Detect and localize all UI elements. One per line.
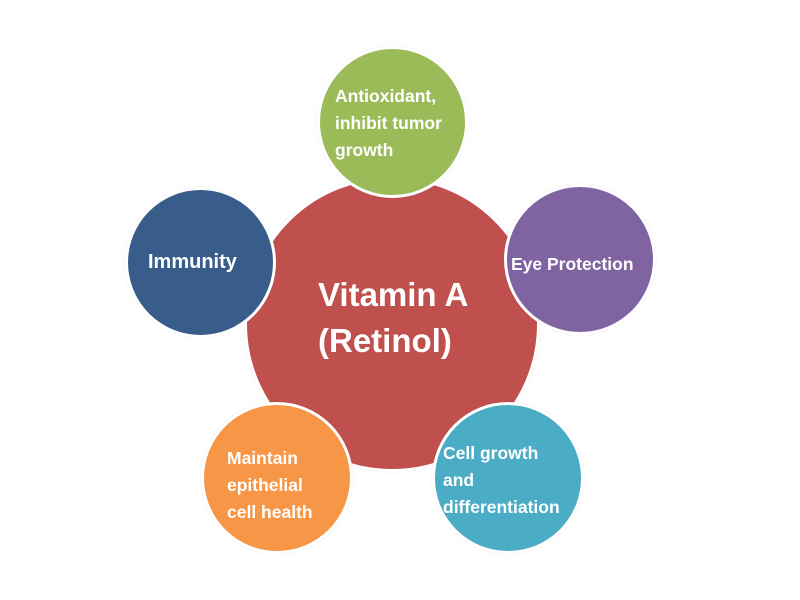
center-label-line-1: Vitamin A	[318, 276, 469, 313]
node-label-line: Eye Protection	[511, 254, 634, 274]
node-label-line: inhibit tumor	[335, 113, 442, 133]
node-circle-antioxidant	[317, 46, 468, 198]
node-circle-cell-growth	[432, 402, 584, 554]
node-label-line: cell health	[227, 502, 313, 522]
node-label-line: epithelial	[227, 475, 303, 495]
node-label-eye-protection: Eye Protection	[511, 252, 634, 276]
node-label-line: Cell growth	[443, 443, 539, 463]
node-label-line: and	[443, 470, 475, 490]
node-label-line: differentiation	[443, 497, 560, 517]
node-label-cell-growth: Cell growth and differentiation	[443, 440, 560, 521]
node-label-antioxidant: Antioxidant, inhibit tumor growth	[335, 83, 442, 164]
node-circle-immunity	[125, 187, 276, 338]
node-label-line: Immunity	[148, 251, 237, 273]
node-label-immunity: Immunity	[148, 249, 237, 275]
node-label-epithelial: Maintain epithelial cell health	[227, 445, 313, 526]
node-label-line: growth	[335, 140, 394, 160]
node-circle-epithelial	[201, 402, 353, 554]
center-label-line-2: (Retinol)	[318, 322, 452, 359]
center-label: Vitamin A (Retinol)	[318, 272, 468, 364]
node-label-line: Antioxidant,	[335, 86, 437, 106]
node-label-line: Maintain	[227, 448, 298, 468]
node-circle-eye-protection	[504, 184, 656, 335]
